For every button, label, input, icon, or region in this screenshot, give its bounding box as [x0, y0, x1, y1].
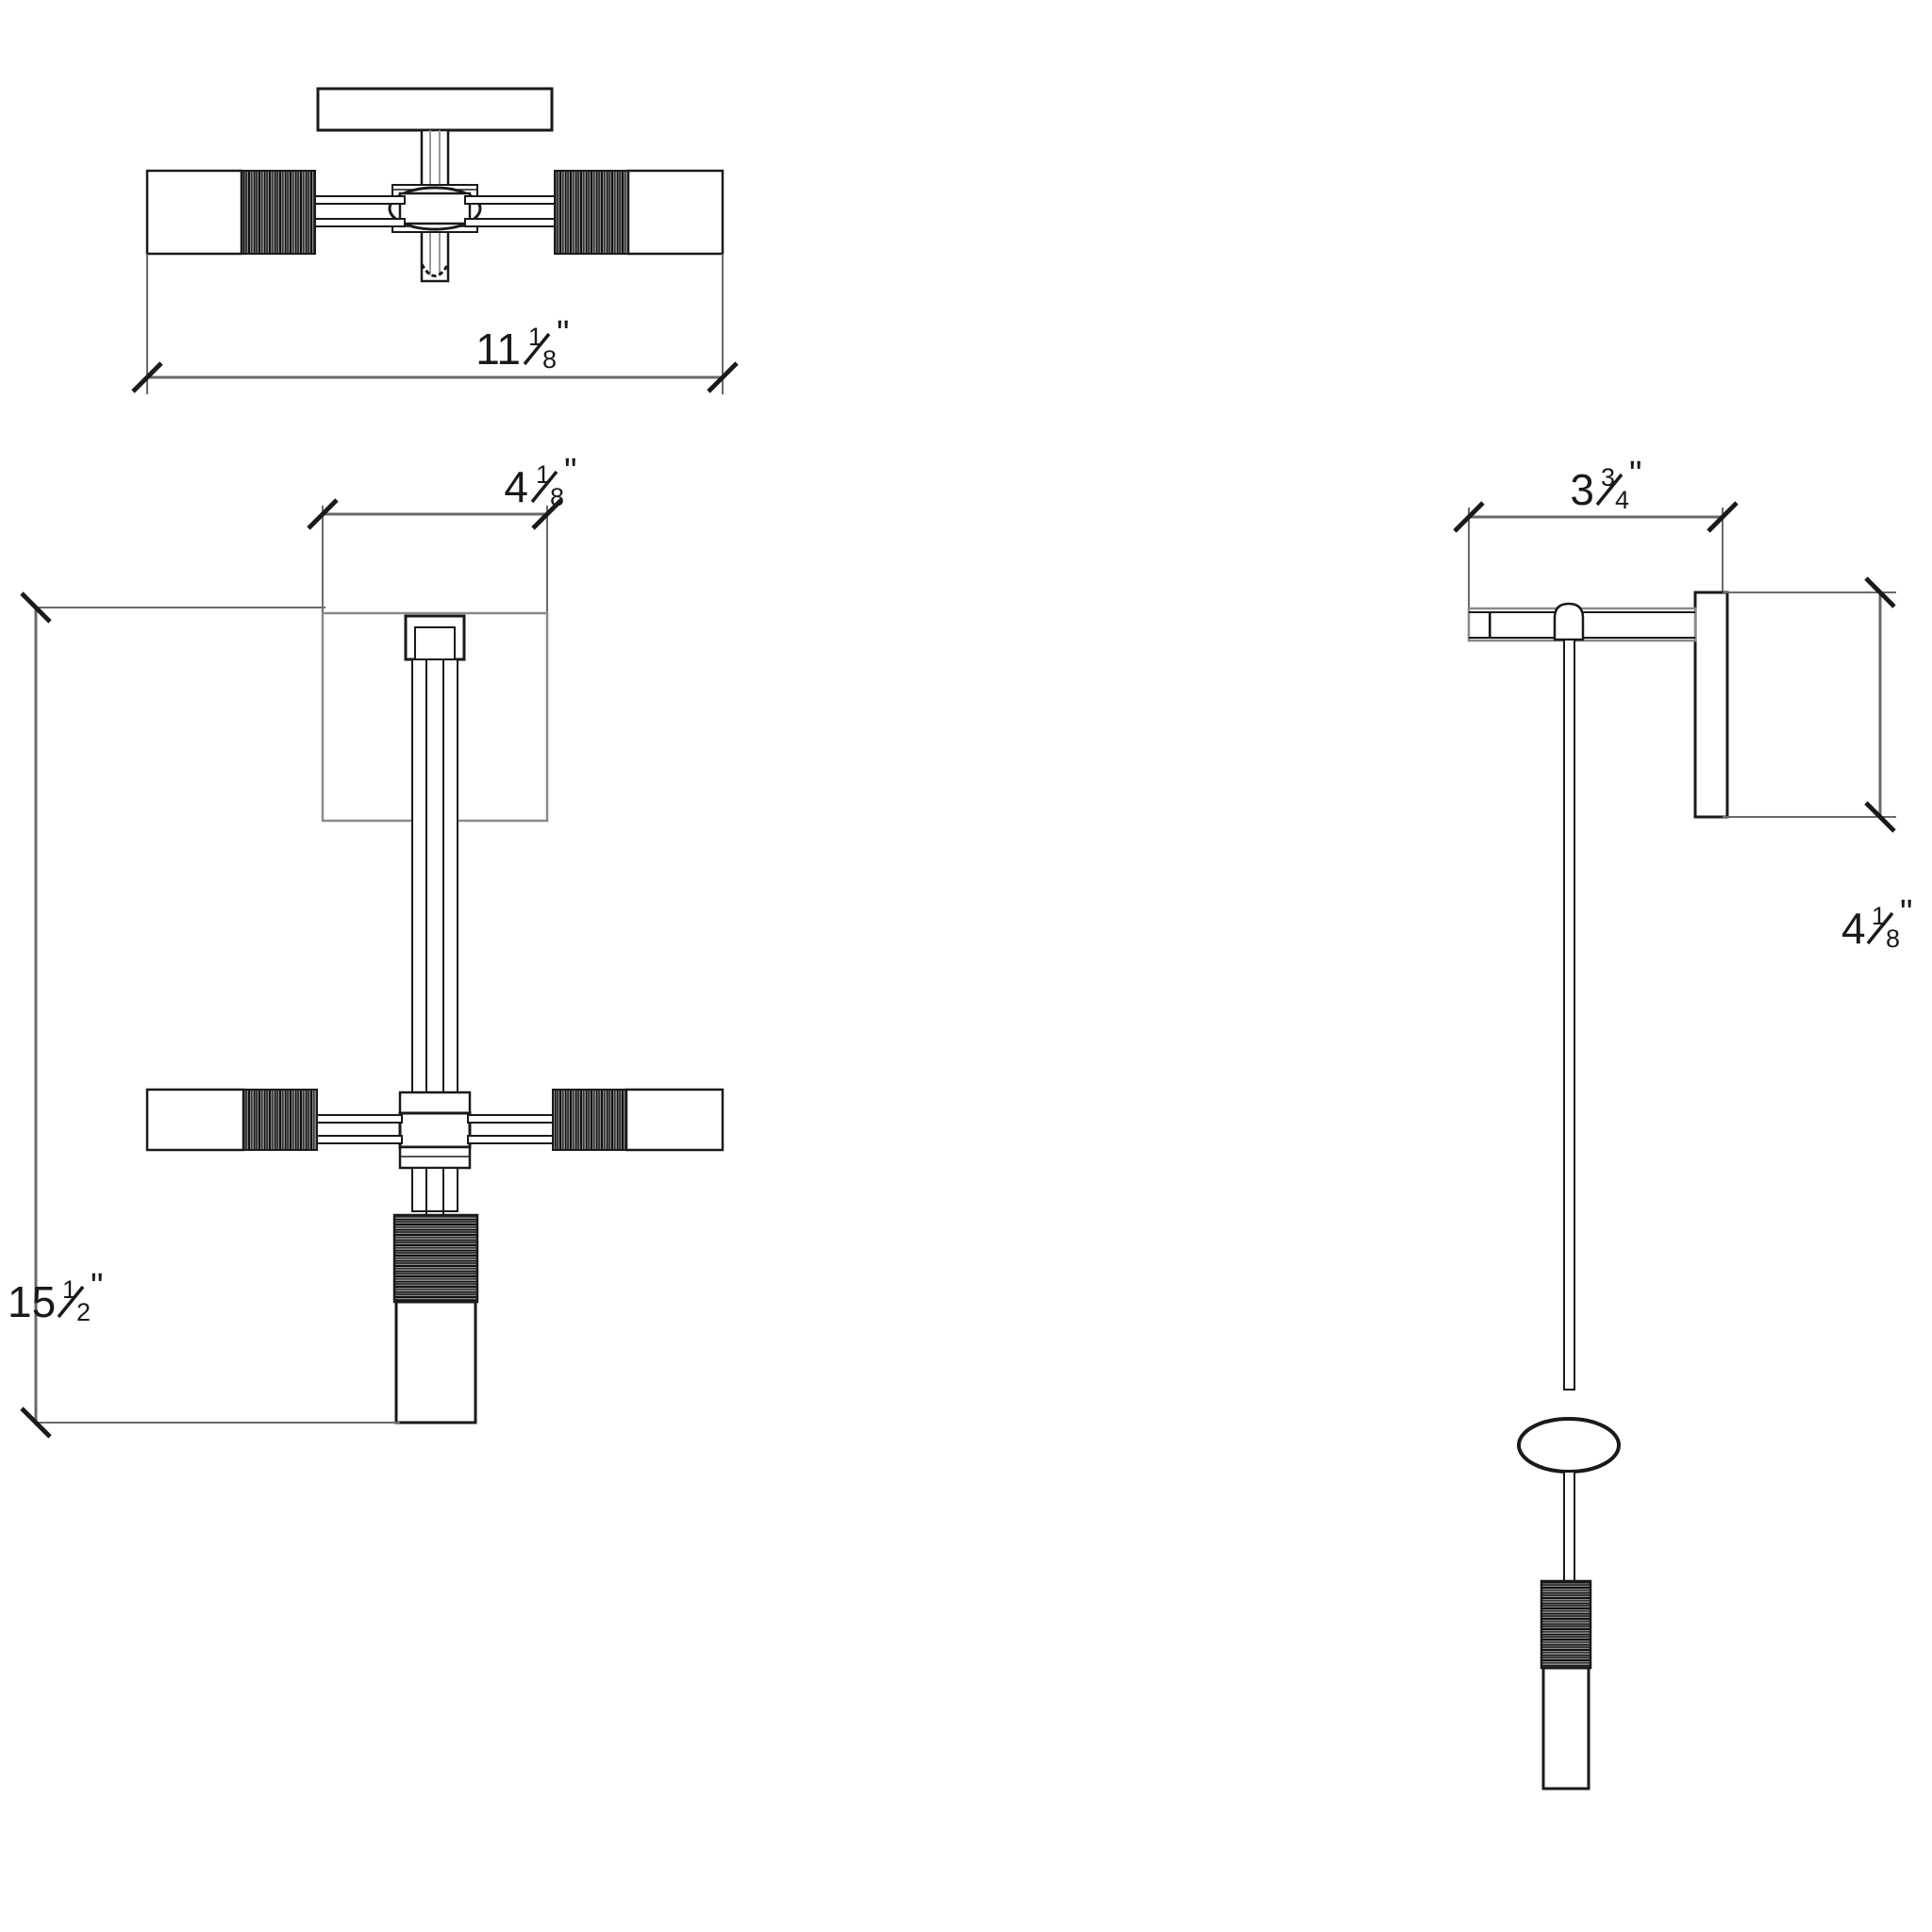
top-view-shade-right-body: [626, 169, 724, 256]
top-view: 11 1 8 ": [131, 87, 739, 394]
front-view-pendant-body: [394, 1300, 477, 1424]
side-view-arm-ellipse: [1517, 1417, 1621, 1474]
top-view-arm-left-lower-rod: [300, 218, 406, 227]
top-view-arm-left-upper-rod: [300, 195, 406, 205]
dim-label-overall-height-denominator: 2: [76, 1298, 91, 1326]
dim-label-top-width-whole: 11: [475, 325, 521, 374]
dim-label-side-depth-whole: 3: [1570, 465, 1594, 514]
top-view-shade-right-ribbed-band: [554, 170, 629, 255]
front-view-arm-right-lower-rod: [467, 1135, 556, 1144]
dim-label-overall-height-whole: 15: [8, 1277, 56, 1326]
side-view-hub-rounded: [1553, 602, 1585, 641]
front-view-shade-left-ribbed-band: [242, 1089, 318, 1151]
front-view-arm-right-upper-rod: [467, 1114, 556, 1124]
dim-label-canopy-width-solidus: [530, 470, 558, 504]
dim-label-canopy-width-whole: 4: [504, 462, 528, 511]
top-view-shade-left-ribbed-band: [241, 170, 316, 255]
side-view-pendant-body: [1541, 1666, 1591, 1790]
front-view-stem-upper: [411, 658, 458, 1113]
dim-label-top-width-unit: ": [557, 314, 570, 354]
front-view-stem-lower: [411, 1167, 458, 1212]
dim-label-side-height-unit: ": [1900, 893, 1913, 933]
front-view-arm-left-lower-rod: [314, 1135, 403, 1144]
side-view-canopy-plate: [1693, 591, 1729, 819]
side-view-drop-stem-upper: [1563, 639, 1575, 1391]
top-view-arm-right-upper-rod: [464, 195, 570, 205]
top-view-canopy-plate: [316, 87, 554, 132]
front-view-arm-left-upper-rod: [314, 1114, 403, 1124]
dim-label-top-width-solidus: [523, 332, 551, 366]
top-view-arm-right-lower-rod: [464, 218, 570, 227]
top-view-shade-left-body: [145, 169, 243, 256]
front-view-shade-right-ribbed-band: [552, 1089, 627, 1151]
dim-label-side-depth-solidus: [1595, 473, 1624, 507]
top-view-width-dimension: 11 1 8 ": [131, 254, 739, 394]
side-view-height-dimension: 4 1 8 ": [1723, 576, 1913, 953]
dim-label-side-height-solidus: [1866, 911, 1894, 945]
dim-label-overall-height-solidus: [57, 1285, 85, 1319]
dim-label-top-width-denominator: 8: [542, 345, 557, 374]
dim-label-overall-height-unit: ": [91, 1267, 104, 1307]
front-view-stem-top-fitting-inner: [414, 626, 456, 660]
front-view-hub-body: [398, 1111, 472, 1149]
top-view-stem-rounded-end: [420, 263, 450, 277]
side-view-arm-bar-end-cap: [1489, 612, 1491, 638]
front-view-pendant-ribbed-band: [392, 1213, 479, 1304]
top-view-hub-body: [398, 192, 472, 225]
front-view-hub-upper-collar: [398, 1091, 472, 1115]
side-view: 3 3 4 " 4 1 8: [1453, 455, 1913, 1790]
dim-label-side-depth-denominator: 4: [1615, 486, 1629, 514]
front-view-shade-right-body: [625, 1088, 724, 1152]
front-view-canopy-width-dimension: 4 1 8 ": [307, 452, 577, 613]
side-view-pendant-ribbed-band: [1540, 1579, 1592, 1670]
dim-label-side-depth-unit: ": [1629, 455, 1642, 494]
front-view-overall-height-dimension: 15 1 2 ": [8, 591, 400, 1439]
side-view-depth-dimension: 3 3 4 ": [1453, 455, 1739, 623]
front-view: 4 1 8 ": [8, 452, 724, 1439]
dim-label-side-height-denominator: 8: [1886, 924, 1900, 953]
dim-label-canopy-width-denominator: 8: [550, 483, 564, 511]
dim-label-canopy-width-unit: ": [564, 452, 577, 491]
dim-label-side-height-whole: 4: [1841, 904, 1866, 953]
front-view-shade-left-body: [145, 1088, 245, 1152]
front-view-hub-lower-collar: [398, 1145, 472, 1170]
